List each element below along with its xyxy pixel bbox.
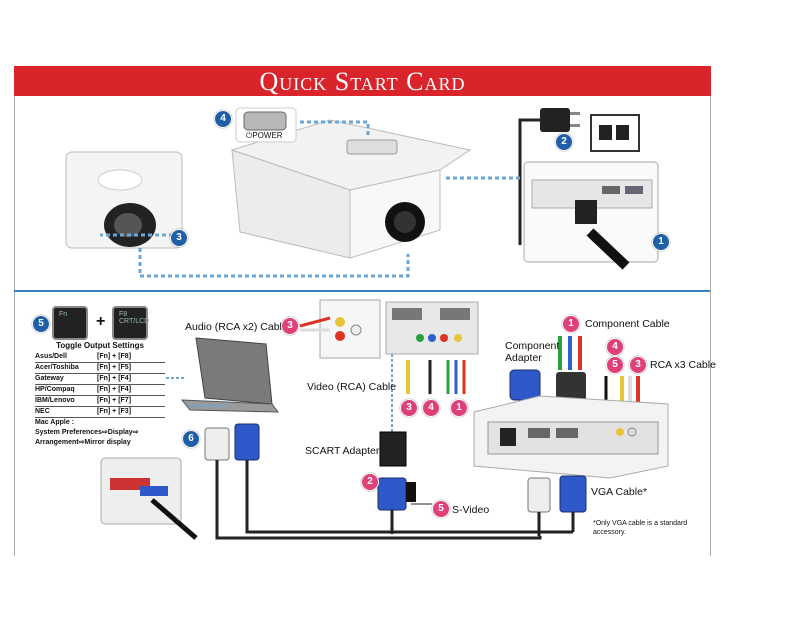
step-badge-1-component: 1 (450, 399, 468, 417)
left-border (14, 96, 15, 556)
power-socket (575, 200, 597, 224)
scart-adapter-label: SCART Adapter (305, 445, 380, 457)
vga-connectors-lower (527, 475, 587, 536)
toggle-brand: Acer/Toshiba (35, 364, 79, 371)
plus-sign: + (96, 313, 106, 330)
socket-outlet-left (599, 125, 612, 140)
component-adapter-label-2: Adapter (505, 352, 542, 364)
toggle-brand: Gateway (35, 375, 64, 382)
step-badge-5-keys: 5 (32, 315, 50, 333)
av-panel-inset (319, 299, 479, 359)
wall-socket (590, 114, 640, 152)
power-button-inset (235, 107, 297, 143)
right-border (710, 96, 711, 556)
step-badge-1-component-cable: 1 (562, 315, 580, 333)
step-badge-4-svideo: 4 (422, 399, 440, 417)
step-badge-2-scart: 2 (361, 473, 379, 491)
power-label-text: POWER (252, 131, 283, 140)
toggle-brand: HP/Compaq (35, 386, 75, 393)
toggle-brand: IBM/Lenovo (35, 397, 75, 404)
step-badge-3-top: 3 (170, 229, 188, 247)
step-badge-4-top: 4 (214, 110, 232, 128)
toggle-keys: [Fn] + [F5] (97, 364, 132, 371)
toggle-row: Asus/Dell [Fn] + [F8] (35, 352, 165, 363)
component-cable-label: Component Cable (585, 318, 670, 330)
projector-keypad (346, 139, 398, 155)
lens-inset (65, 151, 183, 249)
socket-outlet-right (616, 125, 629, 140)
toggle-keys: [Fn] + [F3] (97, 408, 132, 415)
toggle-brand: NEC (35, 408, 50, 415)
step-badge-6: 6 (182, 430, 200, 448)
toggle-keys: [Fn] + [F7] (97, 397, 132, 404)
bottom-cable-runs (215, 528, 573, 540)
toggle-output-table: Toggle Output Settings Asus/Dell [Fn] + [… (35, 341, 165, 448)
top-arrows (100, 120, 520, 278)
toggle-keys: [Fn] + [F4] (97, 375, 132, 382)
vga-cable-label: VGA Cable* (591, 486, 648, 498)
laptop-illustration (180, 337, 280, 413)
rca-x3-cable-label: RCA x3 Cable (650, 359, 716, 371)
toggle-row: HP/Compaq [Fn] + [F4] (35, 385, 165, 396)
projector-rear (473, 395, 669, 479)
f8-key-label: F8 (119, 311, 128, 318)
toggle-table-title: Toggle Output Settings (56, 341, 144, 350)
step-badge-2-top: 2 (555, 133, 573, 151)
fn-key: Fn (52, 306, 88, 340)
audio-rca-cable (299, 316, 331, 332)
step-badge-5-right: 5 (606, 356, 624, 374)
scart-adapter (377, 354, 416, 530)
component-cable (556, 336, 586, 402)
power-button (243, 111, 287, 131)
toggle-brand: Asus/Dell (35, 353, 67, 360)
rear-panel-inset (523, 161, 659, 270)
video-cable-label: Video (RCA) Cable (307, 381, 397, 393)
audio-cable-label: Audio (RCA x2) Cable (185, 321, 288, 333)
toggle-keys: [Fn] + [F4] (97, 386, 132, 393)
toggle-row: NEC [Fn] + [F3] (35, 407, 165, 418)
toggle-row: Acer/Toshiba [Fn] + [F5] (35, 363, 165, 374)
step-badge-1-top: 1 (652, 233, 670, 251)
step-badge-3-rca: 3 (629, 356, 647, 374)
step-badge-4-right: 4 (606, 338, 624, 356)
power-cord (518, 108, 580, 245)
step-badge-5-svideo: 5 (432, 500, 450, 518)
f8-key-sublabel: CRT/LCD (119, 318, 150, 325)
title-banner: Quick Start Card (14, 66, 711, 96)
component-adapter (556, 372, 586, 402)
laptop-connectors (204, 423, 260, 532)
power-label: ⏻POWER (246, 131, 283, 140)
power-cord-plug (586, 228, 630, 270)
mac-instructions-line-2: Arrangement⇨Mirror display (35, 439, 131, 446)
step-badge-3-video: 3 (400, 399, 418, 417)
toggle-row: Gateway [Fn] + [F4] (35, 374, 165, 385)
vga-connector-upper (509, 369, 541, 401)
component-adapter-label-1: Component (505, 340, 560, 352)
laptop-port-inset (100, 457, 198, 540)
fn-key-label: Fn (59, 311, 68, 318)
projector-illustration (230, 119, 472, 259)
step-badge-3-audio: 3 (281, 317, 299, 335)
svideo-label: S-Video (452, 504, 490, 516)
mac-instructions-line-1: System Preferences⇨Display⇨ (35, 429, 139, 436)
mac-instructions-heading: Mac Apple : (35, 419, 75, 426)
vga-footnote-line-1: *Only VGA cable is a standard (593, 520, 688, 527)
page-title: Quick Start Card (259, 67, 466, 96)
rca-plugs-below-panel (406, 360, 466, 394)
toggle-row: IBM/Lenovo [Fn] + [F7] (35, 396, 165, 407)
toggle-keys: [Fn] + [F8] (97, 353, 132, 360)
vga-footnote-line-2: accessory. (593, 529, 626, 536)
